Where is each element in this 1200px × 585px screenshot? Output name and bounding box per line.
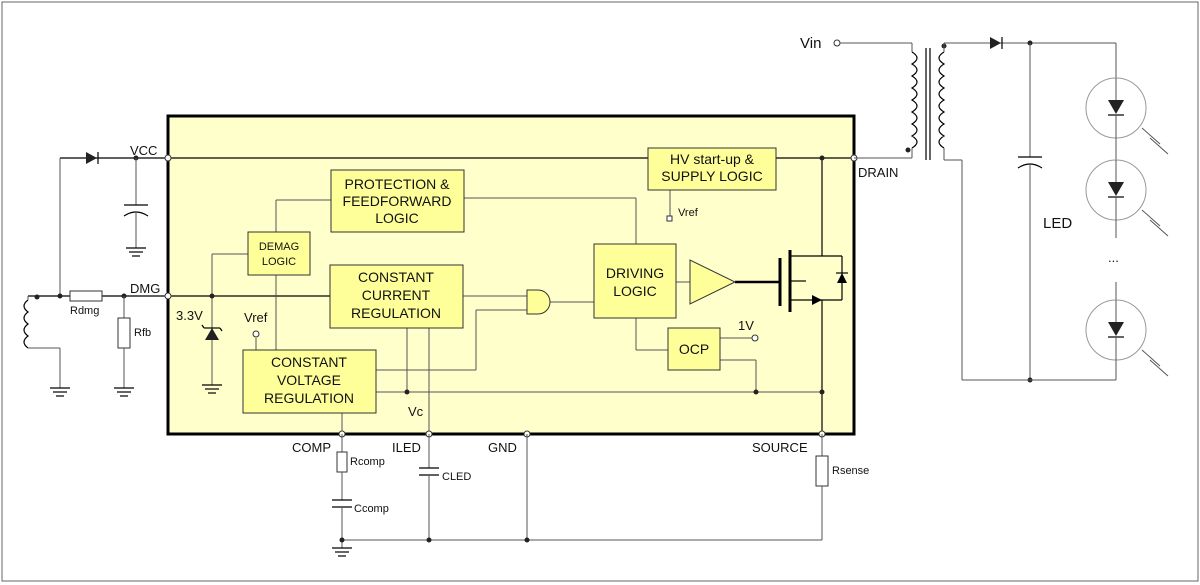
hv-label-1: HV start-up &: [670, 151, 755, 167]
junction-dot: [819, 389, 825, 395]
dmg-pin: [164, 292, 172, 300]
zener-diode-icon: [201, 324, 223, 394]
and-gate-icon: [526, 289, 551, 315]
junction-dot: [339, 537, 345, 543]
rcomp-label: Rcomp: [350, 456, 385, 468]
junction-dot: [209, 293, 215, 299]
vref-top-terminal: [666, 215, 673, 222]
ccomp-label: Ccomp: [354, 503, 389, 515]
vcc-pin: [164, 154, 172, 162]
driving-label-2: LOGIC: [613, 283, 657, 299]
ocp-label: OCP: [679, 341, 709, 357]
led-label: LED: [1043, 215, 1072, 232]
one-volt-terminal: [751, 334, 759, 342]
bottom-ground-icon: [332, 547, 352, 557]
rfb-label: Rfb: [134, 327, 151, 339]
led-ellipsis: ...: [1108, 250, 1119, 265]
led-3-icon: [1085, 299, 1169, 377]
junction-dot: [57, 293, 63, 299]
driving-logic-block: DRIVING LOGIC: [593, 243, 677, 319]
protection-label-3: LOGIC: [375, 210, 419, 226]
protection-label-2: FEEDFORWARD: [343, 193, 452, 209]
junction-dot: [524, 537, 530, 543]
driver-buffer-icon: [689, 259, 737, 305]
rsense-resistor: [815, 455, 829, 487]
one-volt-label: 1V: [738, 318, 754, 333]
comp-pin-label: COMP: [292, 440, 331, 455]
hv-label-2: SUPPLY LOGIC: [661, 168, 762, 184]
led-2-icon: [1085, 159, 1169, 237]
cc-label-1: CONSTANT: [358, 269, 434, 285]
iled-pin-label: ILED: [392, 440, 421, 455]
vin-terminal: [833, 39, 841, 47]
constant-voltage-block: CONSTANT VOLTAGE REGULATION: [242, 349, 377, 414]
vref-top-label: Vref: [678, 207, 699, 219]
protection-label-1: PROTECTION &: [344, 176, 450, 192]
demag-label-1: DEMAG: [259, 241, 299, 253]
source-pin-label: SOURCE: [752, 440, 808, 455]
hv-startup-block: HV start-up & SUPPLY LOGIC: [647, 147, 777, 191]
vcc-pin-label: VCC: [130, 143, 157, 158]
rcomp-resistor: [336, 451, 348, 473]
auxiliary-winding-icon: [23, 294, 70, 397]
ocp-block: OCP: [667, 327, 721, 371]
cled-label: CLED: [442, 471, 471, 483]
constant-current-block: CONSTANT CURRENT REGULATION: [329, 264, 464, 329]
cc-label-2: CURRENT: [362, 287, 431, 303]
junction-dot: [819, 155, 825, 161]
vref-left-terminal: [252, 330, 260, 338]
zener-voltage-label: 3.3V: [176, 308, 203, 323]
cv-label-1: CONSTANT: [271, 354, 347, 370]
demag-label-2: LOGIC: [262, 256, 296, 268]
vc-label: Vc: [408, 404, 424, 419]
junction-dot: [753, 389, 759, 395]
vin-label: Vin: [800, 35, 821, 52]
cc-label-3: REGULATION: [351, 305, 441, 321]
rsense-label: Rsense: [832, 465, 869, 477]
transformer-icon: [854, 43, 963, 380]
cv-label-2: VOLTAGE: [277, 372, 341, 388]
output-diode-icon: [990, 37, 1003, 49]
rfb-resistor: [117, 317, 131, 349]
vref-left-label: Vref: [244, 310, 268, 325]
protection-feedforward-block: PROTECTION & FEEDFORWARD LOGIC: [330, 169, 465, 233]
vcc-supply-network: [59, 152, 149, 296]
mosfet-icon: [778, 242, 848, 318]
rdmg-label: Rdmg: [70, 305, 99, 317]
junction-dot: [426, 537, 432, 543]
driving-label-1: DRIVING: [606, 265, 664, 281]
rfb-ground-icon: [114, 348, 134, 397]
junction-dot: [404, 389, 410, 395]
rdmg-resistor: [69, 290, 103, 302]
demag-logic-block: DEMAG LOGIC: [247, 231, 311, 276]
gnd-pin-label: GND: [488, 440, 517, 455]
drain-pin-label: DRAIN: [858, 165, 898, 180]
dmg-pin-label: DMG: [130, 281, 160, 296]
cv-label-3: REGULATION: [264, 390, 354, 406]
